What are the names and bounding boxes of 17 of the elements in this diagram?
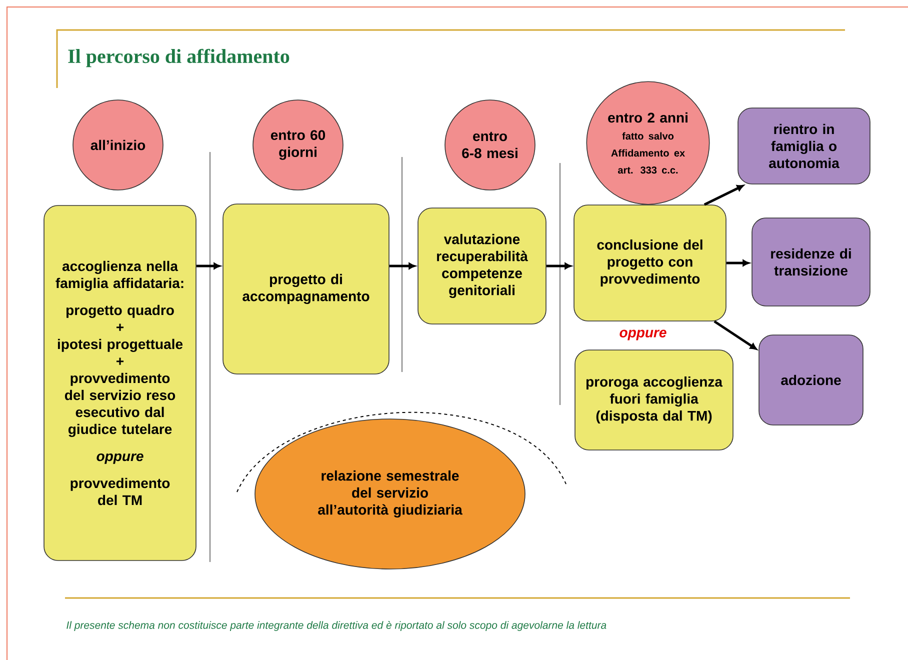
outcome-box: rientro in famiglia o autonomia xyxy=(738,108,870,184)
arrow xyxy=(714,320,757,350)
arrow xyxy=(726,260,750,266)
arrow xyxy=(546,262,572,270)
process-box: valutazione recuperabilità competenze genitoriali xyxy=(418,208,546,324)
arrow xyxy=(704,184,744,206)
outcome-box: residenze di transizione xyxy=(752,218,870,306)
process-box: accoglienza nella famiglia affidataria: progetto quadro + ipotesi progettuale + provvedimento del servizio reso esecutivo dal giudice tutelare oppure provvedimento del TM xyxy=(44,205,196,561)
process-box: proroga accoglienza fuori famiglia (disposta dal TM) xyxy=(574,350,734,450)
process-box: progetto di accompagnamento xyxy=(222,204,390,374)
arrow xyxy=(389,262,416,270)
or-label: oppure xyxy=(620,330,666,340)
arrow xyxy=(196,262,220,270)
title: Il percorso di affidamento xyxy=(68,48,290,68)
process-box: conclusione del progetto con provvedimento xyxy=(574,204,726,322)
footnote: Il presente schema non costituisce parte integrante della direttiva ed è riportato al solo scopo di agevolarne la lettura xyxy=(66,621,606,631)
outcome-box: adozione xyxy=(758,334,864,426)
